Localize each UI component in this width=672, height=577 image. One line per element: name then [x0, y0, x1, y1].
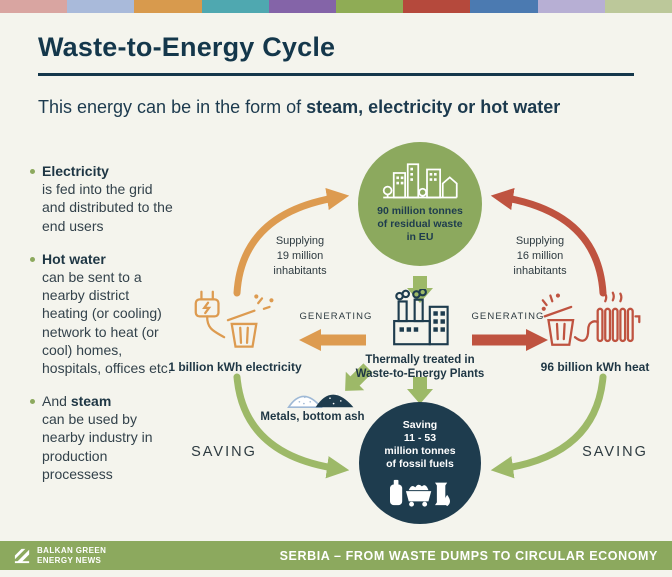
fossil-fuels-icon [390, 479, 450, 507]
subtitle-bold: steam, electricity or hot water [306, 97, 561, 117]
factory-block: Thermally treated in Waste-to-Energy Pla… [340, 287, 500, 382]
supplying-left-label: Supplying 19 million inhabitants [273, 235, 327, 277]
bullet-rest: is fed into the grid and distributed to … [42, 181, 173, 234]
saving-left-label: SAVING [191, 444, 257, 460]
residual-waste-text: 90 million tonnes of residual waste in E… [377, 205, 463, 244]
color-segment [537, 0, 605, 13]
page-title: Waste-to-Energy Cycle [38, 32, 336, 62]
color-segment [67, 0, 135, 13]
subtitle-regular: This energy can be in the form of [38, 97, 307, 117]
heat-radiator-icon [541, 291, 641, 346]
color-segment [134, 0, 202, 13]
factory-label: Thermally treated in Waste-to-Energy Pla… [355, 354, 485, 381]
heat-label: 96 billion kWh heat [540, 360, 650, 374]
generating-right-label: GENERATING [471, 311, 545, 322]
sidebar: Electricity is fed into the grid and dis… [30, 162, 178, 498]
header: Waste-to-Energy Cycle This energy can be… [38, 32, 634, 118]
color-segment [336, 0, 404, 13]
color-segment [268, 0, 337, 13]
color-segment [604, 0, 672, 13]
color-segment [0, 0, 68, 13]
bullet-hot-water: Hot water can be sent to a nearby distri… [30, 250, 178, 377]
bullet-rest: can be sent to a nearby district heating… [42, 268, 172, 376]
factory-icon [393, 287, 449, 346]
color-segment [403, 0, 471, 13]
footer: BALKAN GREEN ENERGY NEWS SERBIA – FROM W… [0, 541, 672, 570]
residual-waste-circle: 90 million tonnes of residual waste in E… [358, 142, 482, 266]
supplying-right-label: Supplying 16 million inhabitants [513, 235, 567, 277]
electricity-label: 1 billion kWh electricity [168, 360, 302, 374]
bullet-hot-water-text: Hot water can be sent to a nearby distri… [42, 250, 178, 377]
fossil-saving-text: Saving 11 - 53 million tonnes of fossil … [384, 419, 456, 471]
color-segment [470, 0, 538, 13]
fossil-saving-circle: Saving 11 - 53 million tonnes of fossil … [359, 402, 481, 524]
logo-stripes-icon [14, 548, 30, 564]
bullet-steam: And steam can be used by nearby industry… [30, 392, 178, 483]
bullet-dot [30, 169, 35, 174]
logo-text: BALKAN GREEN ENERGY NEWS [37, 545, 107, 565]
subtitle: This energy can be in the form of steam,… [38, 97, 634, 118]
saving-right-label: SAVING [582, 444, 648, 460]
city-icon [382, 163, 458, 199]
bullet-steam-text: And steam can be used by nearby industry… [42, 392, 178, 483]
bullet-prefix: And [42, 393, 71, 410]
metals-ash-piles-icon [287, 392, 354, 409]
generating-left-label: GENERATING [299, 311, 373, 322]
bullet-rest: can be used by nearby industry in produc… [42, 411, 153, 482]
bullet-bold: steam [70, 393, 112, 410]
bullet-dot [30, 256, 35, 262]
top-color-bar [0, 0, 672, 13]
metals-label: Metals, bottom ash [260, 411, 365, 423]
bullet-dot [30, 399, 35, 405]
bullet-bold: Hot water [42, 250, 106, 267]
footer-headline: SERBIA – FROM WASTE DUMPS TO CIRCULAR EC… [279, 548, 658, 563]
title-underline [38, 73, 634, 76]
bullet-electricity: Electricity is fed into the grid and dis… [30, 162, 178, 235]
color-segment [201, 0, 269, 13]
bullet-electricity-text: Electricity is fed into the grid and dis… [42, 162, 178, 235]
electricity-plug-icon [194, 290, 274, 348]
bullet-bold: Electricity [42, 163, 109, 179]
balkan-green-logo: BALKAN GREEN ENERGY NEWS [13, 546, 106, 565]
